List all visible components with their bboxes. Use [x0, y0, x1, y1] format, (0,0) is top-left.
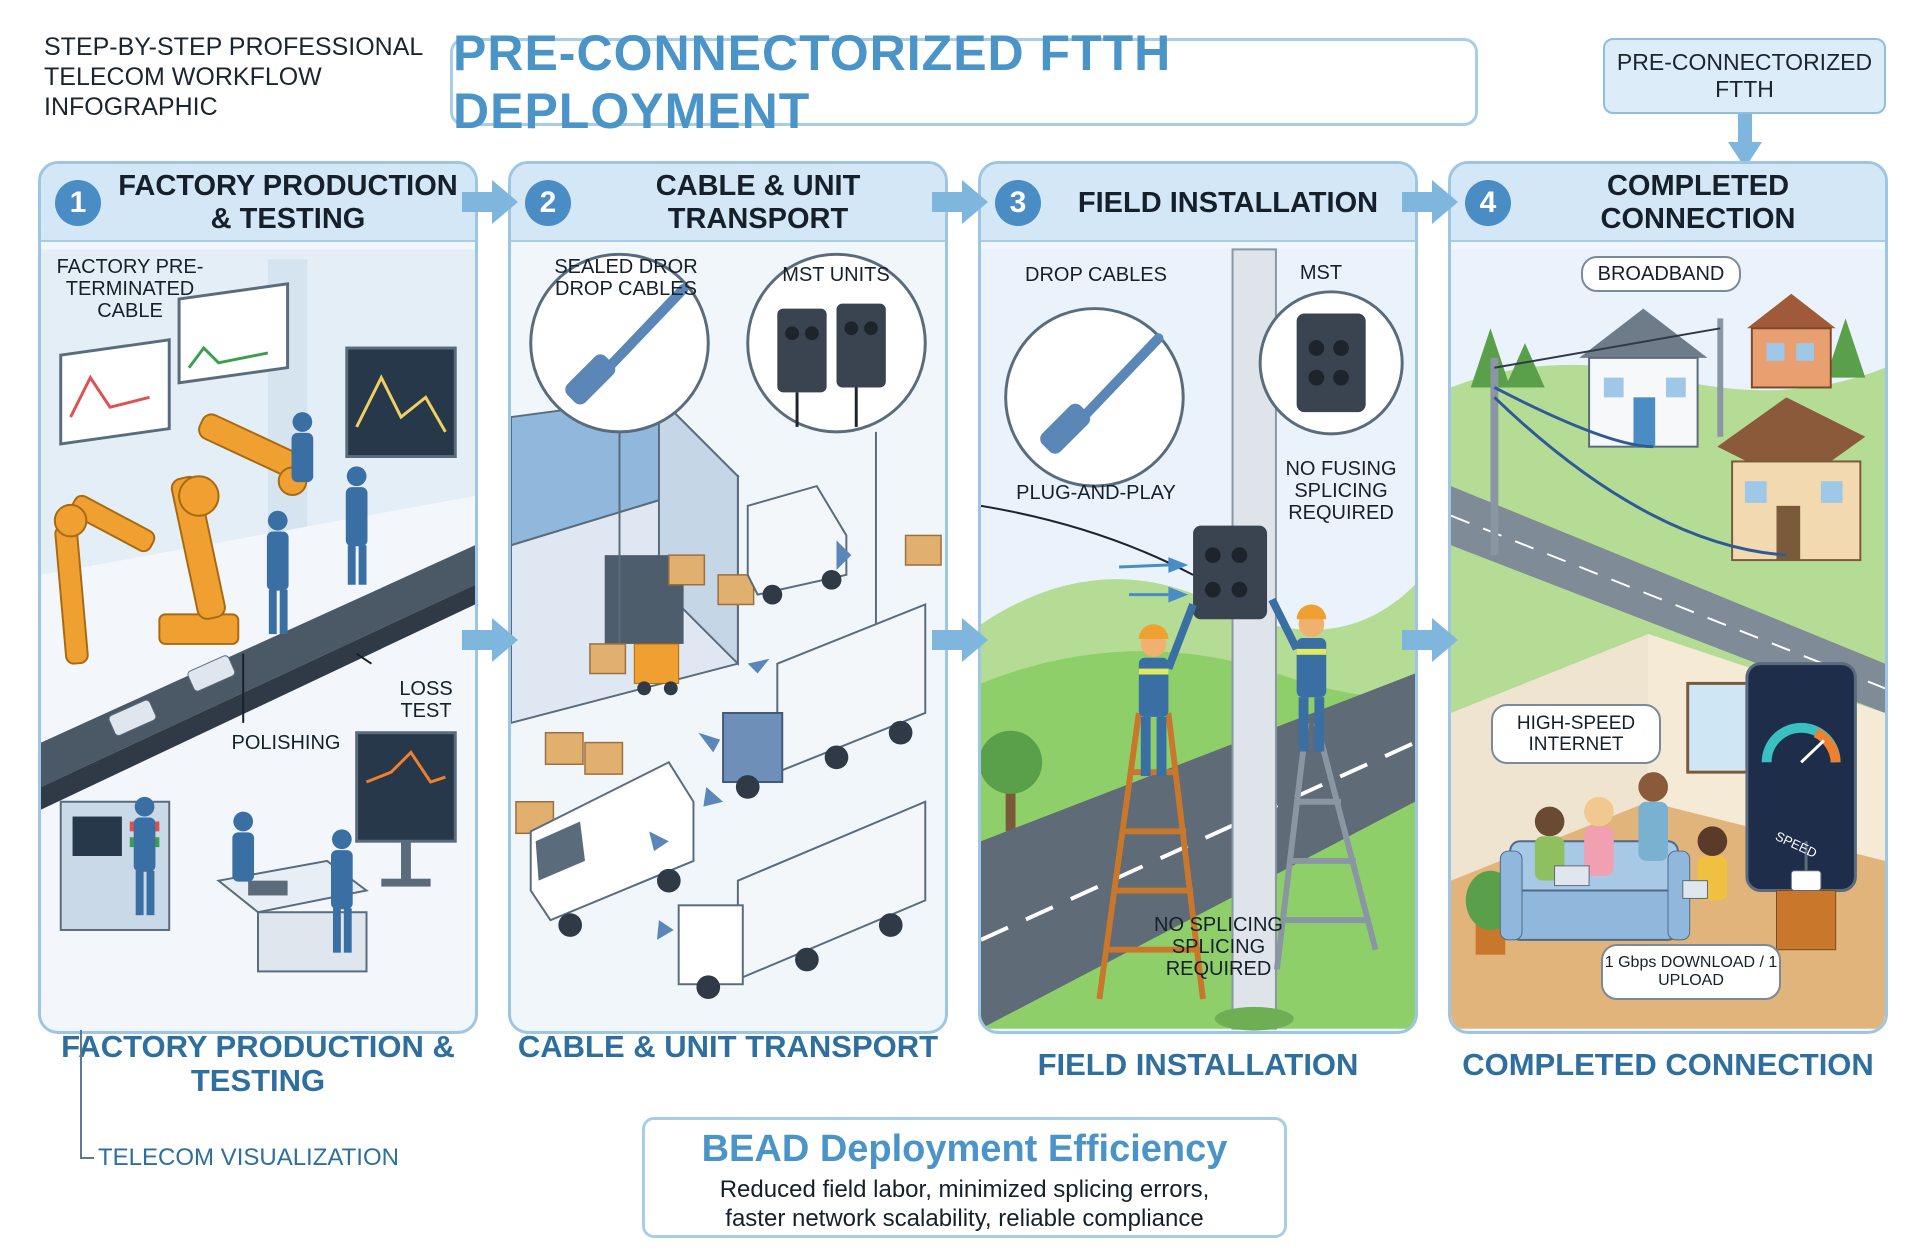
mst-units-label: MST UNITS — [782, 264, 890, 286]
flow-arrow-icon — [932, 180, 988, 224]
polishing-label: POLISHING — [231, 732, 341, 754]
flow-arrow-icon — [462, 180, 518, 224]
step-4-panel: 4 COMPLETED CONNECTION — [1448, 161, 1888, 1034]
utility-pole-right — [1717, 318, 1724, 437]
step-3-panel: 3 FIELD INSTALLATION — [978, 161, 1418, 1034]
step-1-caption: FACTORY PRODUCTION & TESTING — [61, 1029, 455, 1098]
speed-bubble: 1 Gbps DOWNLOAD / 1 UPLOAD — [1601, 944, 1781, 1000]
step-1-title: FACTORY PRODUCTION & TESTING — [118, 170, 458, 235]
street — [1451, 486, 1885, 713]
bead-description-line-1: Reduced field labor, minimized splicing … — [719, 1176, 1210, 1203]
title-banner: PRE-CONNECTORIZED FTTH DEPLOYMENT — [450, 25, 1478, 139]
step-3-number: 3 — [995, 180, 1041, 226]
window-icon — [1686, 681, 1749, 774]
bead-efficiency-box: BEAD Deployment Efficiency Reduced field… — [642, 1117, 1287, 1238]
no-splicing-label: NO SPLICING SPLICING REQUIRED — [1154, 914, 1283, 980]
step-2-title: CABLE & UNIT TRANSPORT — [655, 170, 861, 235]
telecom-visualization-label: TELECOM VISUALIZATION — [98, 1144, 399, 1171]
ladder-left-icon — [1096, 712, 1206, 1000]
factory-scene — [41, 249, 475, 1029]
tag-down-arrow-icon — [1728, 114, 1762, 168]
ftth-tag: PRE-CONNECTORIZED FTTH — [1603, 38, 1886, 114]
factory-cable-label: FACTORY PRE-TERMINATED CABLE — [56, 256, 204, 322]
plug-and-play-label: PLUG-AND-PLAY — [1016, 482, 1176, 504]
loss-test-monitor-icon — [355, 731, 457, 887]
step-1-header: 1 FACTORY PRODUCTION & TESTING — [41, 164, 475, 242]
house-icon-orange — [1746, 293, 1836, 389]
footer-leader-tick — [80, 1157, 94, 1159]
router-icon — [1776, 841, 1837, 951]
page-title: PRE-CONNECTORIZED FTTH DEPLOYMENT — [453, 25, 1172, 139]
footer-leader-line — [80, 1030, 82, 1158]
step-1-panel: 1 FACTORY PRODUCTION & TESTING — [38, 161, 478, 1034]
drop-cable-connector-icon — [1040, 333, 1164, 454]
bead-title: BEAD Deployment Efficiency — [701, 1128, 1228, 1170]
flow-arrow-icon — [1402, 618, 1458, 662]
step-4-caption: COMPLETED CONNECTION — [1462, 1047, 1874, 1082]
step-3-header: 3 FIELD INSTALLATION — [981, 164, 1415, 242]
forklift-icon — [633, 643, 680, 696]
truck-icon-2 — [677, 800, 927, 1000]
flow-arrows-icon — [649, 540, 852, 940]
cargo-boxes-icon — [515, 534, 942, 835]
utility-pole-left — [1490, 357, 1499, 556]
chart-monitor-2-icon — [177, 282, 290, 385]
chart-monitor-1-icon — [59, 338, 171, 446]
drop-cables-label: DROP CABLES — [1025, 264, 1167, 286]
house-icon-tan — [1717, 397, 1866, 562]
trees-icon — [1470, 318, 1866, 388]
step-2-number: 2 — [525, 180, 571, 226]
no-fusing-label: NO FUSING SPLICING REQUIRED — [1285, 458, 1397, 524]
bead-description-line-2: faster network scalability, reliable com… — [725, 1205, 1204, 1232]
step-4-header: 4 COMPLETED CONNECTION — [1451, 164, 1885, 242]
step-4-number: 4 — [1465, 180, 1511, 226]
speed-gauge-tablet-icon — [1745, 662, 1857, 893]
ladder-right-icon — [1273, 722, 1379, 970]
sealed-drop-cables-label: SEALED DROR DROP CABLES — [554, 256, 698, 300]
broadband-badge: BROADBAND — [1581, 256, 1741, 292]
loss-test-label: LOSS TEST — [399, 678, 453, 722]
step-4-title: COMPLETED CONNECTION — [1600, 170, 1796, 235]
flow-arrow-icon — [932, 618, 988, 662]
mst-box-icon — [1296, 313, 1366, 413]
family-icon — [1534, 772, 1728, 901]
mst-unit-icon — [777, 303, 886, 427]
robot-arm-small-icon — [53, 494, 156, 665]
high-speed-internet-bubble: HIGH-SPEED INTERNET — [1491, 704, 1661, 764]
home-scene — [1451, 249, 1885, 1029]
van-icon-large — [529, 761, 695, 937]
technician-left-icon — [1138, 603, 1197, 777]
step-1-number: 1 — [55, 180, 101, 226]
flow-arrow-icon — [1402, 180, 1458, 224]
step-3-title: FIELD INSTALLATION — [1077, 186, 1379, 219]
house-icon-white — [1579, 308, 1708, 448]
step-2-header: 2 CABLE & UNIT TRANSPORT — [511, 164, 945, 242]
road — [981, 673, 1415, 1029]
pole-mst-icon — [1193, 525, 1268, 620]
van-icon-small — [746, 484, 848, 605]
worker-icon — [266, 412, 368, 635]
mst-label: MST — [1299, 262, 1343, 284]
step-2-panel: 2 CABLE & UNIT TRANSPORT — [508, 161, 948, 1034]
truck-icon-1 — [722, 603, 927, 799]
warehouse-icon — [511, 394, 740, 724]
conveyor-belt — [41, 545, 475, 787]
drop-cable-connector-icon — [565, 283, 689, 405]
screen-monitor-icon — [345, 346, 457, 459]
flow-arrow-icon — [462, 618, 518, 662]
step-3-caption: FIELD INSTALLATION — [1037, 1047, 1359, 1082]
robot-arm-icon — [158, 413, 308, 645]
step-2-caption: CABLE & UNIT TRANSPORT — [517, 1029, 939, 1064]
intro-text: STEP-BY-STEP PROFESSIONAL TELECOM WORKFL… — [44, 33, 423, 121]
technician-right-icon — [1268, 597, 1327, 752]
tree-icon — [981, 730, 1043, 832]
transport-scene — [511, 249, 945, 1029]
field-scene — [981, 248, 1415, 1031]
